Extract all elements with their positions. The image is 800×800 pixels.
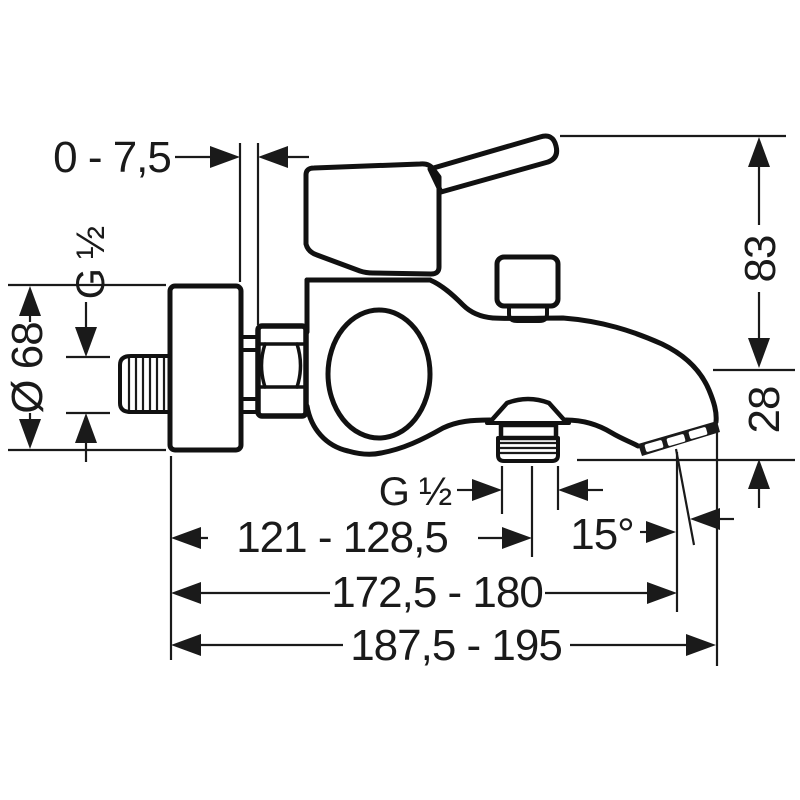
arrowhead	[210, 146, 240, 168]
connector-pipe-lines	[239, 335, 260, 414]
label-total-reach: 187,5 - 195	[350, 621, 562, 670]
arrowhead	[748, 338, 770, 368]
spout-underside-curve	[563, 417, 641, 449]
shower-outlet-thread-lines	[500, 441, 556, 455]
arrowhead	[686, 634, 716, 656]
aerator-slot	[688, 427, 708, 439]
cartridge-housing-circle	[325, 307, 433, 441]
label-outlet-reach: 121 - 128,5	[236, 513, 448, 562]
union-nut-barrel-arcs	[259, 342, 303, 389]
shower-outlet-dome	[487, 396, 569, 425]
arrowhead	[748, 137, 770, 167]
arrowhead	[171, 634, 201, 656]
angle-reference-line	[674, 448, 696, 546]
arrowhead	[502, 527, 532, 549]
arrowhead	[171, 527, 201, 549]
arrowhead	[472, 479, 502, 501]
arrowhead	[690, 508, 720, 530]
inlet-nipple-thread-lines	[127, 358, 166, 410]
arrowhead	[647, 582, 677, 604]
label-wall-plate-travel: 0 - 7,5	[53, 133, 171, 182]
label-spout-angle: 15°	[570, 510, 634, 559]
arrowhead	[646, 521, 676, 543]
arrowhead	[258, 146, 288, 168]
escutcheon-plate	[167, 283, 244, 453]
label-outlet-drop: 28	[740, 387, 789, 434]
spout-outer-curve	[490, 315, 719, 425]
shower-outlet-thread	[496, 436, 560, 463]
label-shower-outlet-thread: G ½	[379, 470, 452, 514]
faucet-outline-group	[118, 133, 720, 463]
dimension-lines-group	[8, 134, 795, 666]
body-bottom-curve	[304, 403, 493, 457]
cartridge-cap-shape	[303, 161, 442, 277]
arrowhead	[558, 479, 588, 501]
label-inlet-thread: G ½	[69, 226, 113, 299]
dimension-arrows-group	[19, 137, 770, 656]
diverter-knob-base	[507, 304, 549, 323]
aerator-slot	[644, 440, 664, 452]
arrowhead	[75, 413, 97, 443]
label-handle-height: 83	[736, 236, 785, 283]
label-aerator-reach: 172,5 - 180	[331, 568, 543, 617]
label-plate-diameter: Ø 68	[3, 322, 52, 413]
dimension-labels-group: 0 - 7,5 G ½ Ø 68 83 28 G ½ 15° 121 - 128…	[3, 133, 789, 670]
aerator-slots	[644, 427, 708, 452]
arrowhead	[171, 582, 201, 604]
body-shoulder-curve	[427, 277, 496, 321]
aerator-slot	[666, 434, 686, 446]
arrowhead	[19, 286, 41, 316]
diverter-knob	[494, 254, 561, 309]
arrowhead	[75, 327, 97, 357]
inlet-nipple	[118, 354, 172, 414]
arrowhead	[748, 459, 770, 489]
handle-lever-shape	[427, 133, 560, 195]
arrowhead	[19, 419, 41, 449]
